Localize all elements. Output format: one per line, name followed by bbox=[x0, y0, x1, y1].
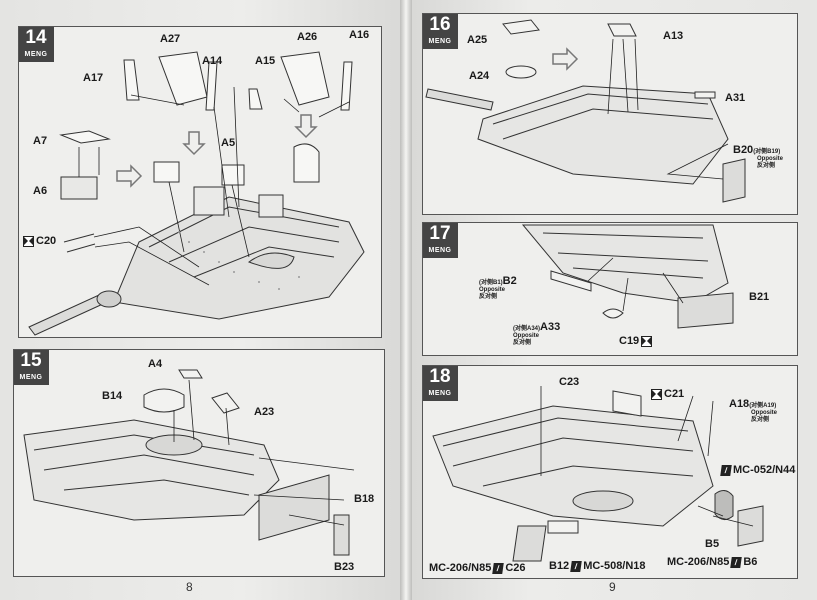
label-b12: B12/MC-508/N18 bbox=[549, 560, 646, 572]
cut-mark-icon bbox=[641, 335, 653, 347]
label-mc052: /MC-052/N44 bbox=[719, 464, 795, 476]
label-a17: A17 bbox=[83, 72, 104, 84]
label-c23: C23 bbox=[559, 376, 580, 388]
label-a7: A7 bbox=[33, 135, 48, 147]
label-a27: A27 bbox=[160, 33, 181, 45]
step-15-diagram bbox=[23, 369, 355, 556]
paint-icon: / bbox=[492, 562, 505, 574]
label-b14: B14 bbox=[102, 390, 123, 402]
label-a15: A15 bbox=[255, 55, 276, 67]
label-a13: A13 bbox=[663, 30, 684, 42]
label-b5: B5 bbox=[705, 538, 720, 550]
page-number-right: 9 bbox=[609, 580, 616, 594]
label-a5: A5 bbox=[221, 137, 236, 149]
paint-icon: / bbox=[720, 464, 732, 476]
cut-mark-icon bbox=[23, 235, 34, 247]
page-number-left: 8 bbox=[186, 580, 193, 594]
label-a14: A14 bbox=[202, 55, 223, 67]
label-mc206b: MC-206/N85/B6 bbox=[667, 556, 758, 568]
label-c21: C21 bbox=[649, 388, 684, 400]
step-18-diagram bbox=[432, 386, 764, 562]
label-a26: A26 bbox=[297, 31, 318, 43]
label-c20: C20 bbox=[21, 235, 56, 247]
label-mc206a: MC-206/N85/C26 bbox=[429, 562, 526, 574]
paint-icon: / bbox=[570, 560, 582, 572]
step-16-diagram bbox=[425, 19, 746, 203]
step-17-diagram bbox=[521, 224, 734, 329]
label-a16: A16 bbox=[349, 29, 370, 41]
label-a31: A31 bbox=[725, 92, 746, 104]
book-spine bbox=[400, 0, 412, 600]
label-a25: A25 bbox=[467, 34, 488, 46]
label-a6: A6 bbox=[33, 185, 48, 197]
label-c19: C19 bbox=[619, 335, 654, 347]
cut-mark-icon bbox=[651, 388, 662, 400]
label-b23: B23 bbox=[334, 561, 355, 573]
label-b18: B18 bbox=[354, 493, 375, 505]
label-a4: A4 bbox=[148, 358, 163, 370]
paint-icon: / bbox=[730, 556, 743, 568]
step-14-diagram bbox=[28, 51, 365, 336]
label-a23: A23 bbox=[254, 406, 275, 418]
label-a24: A24 bbox=[469, 70, 490, 82]
label-b21: B21 bbox=[749, 291, 770, 303]
